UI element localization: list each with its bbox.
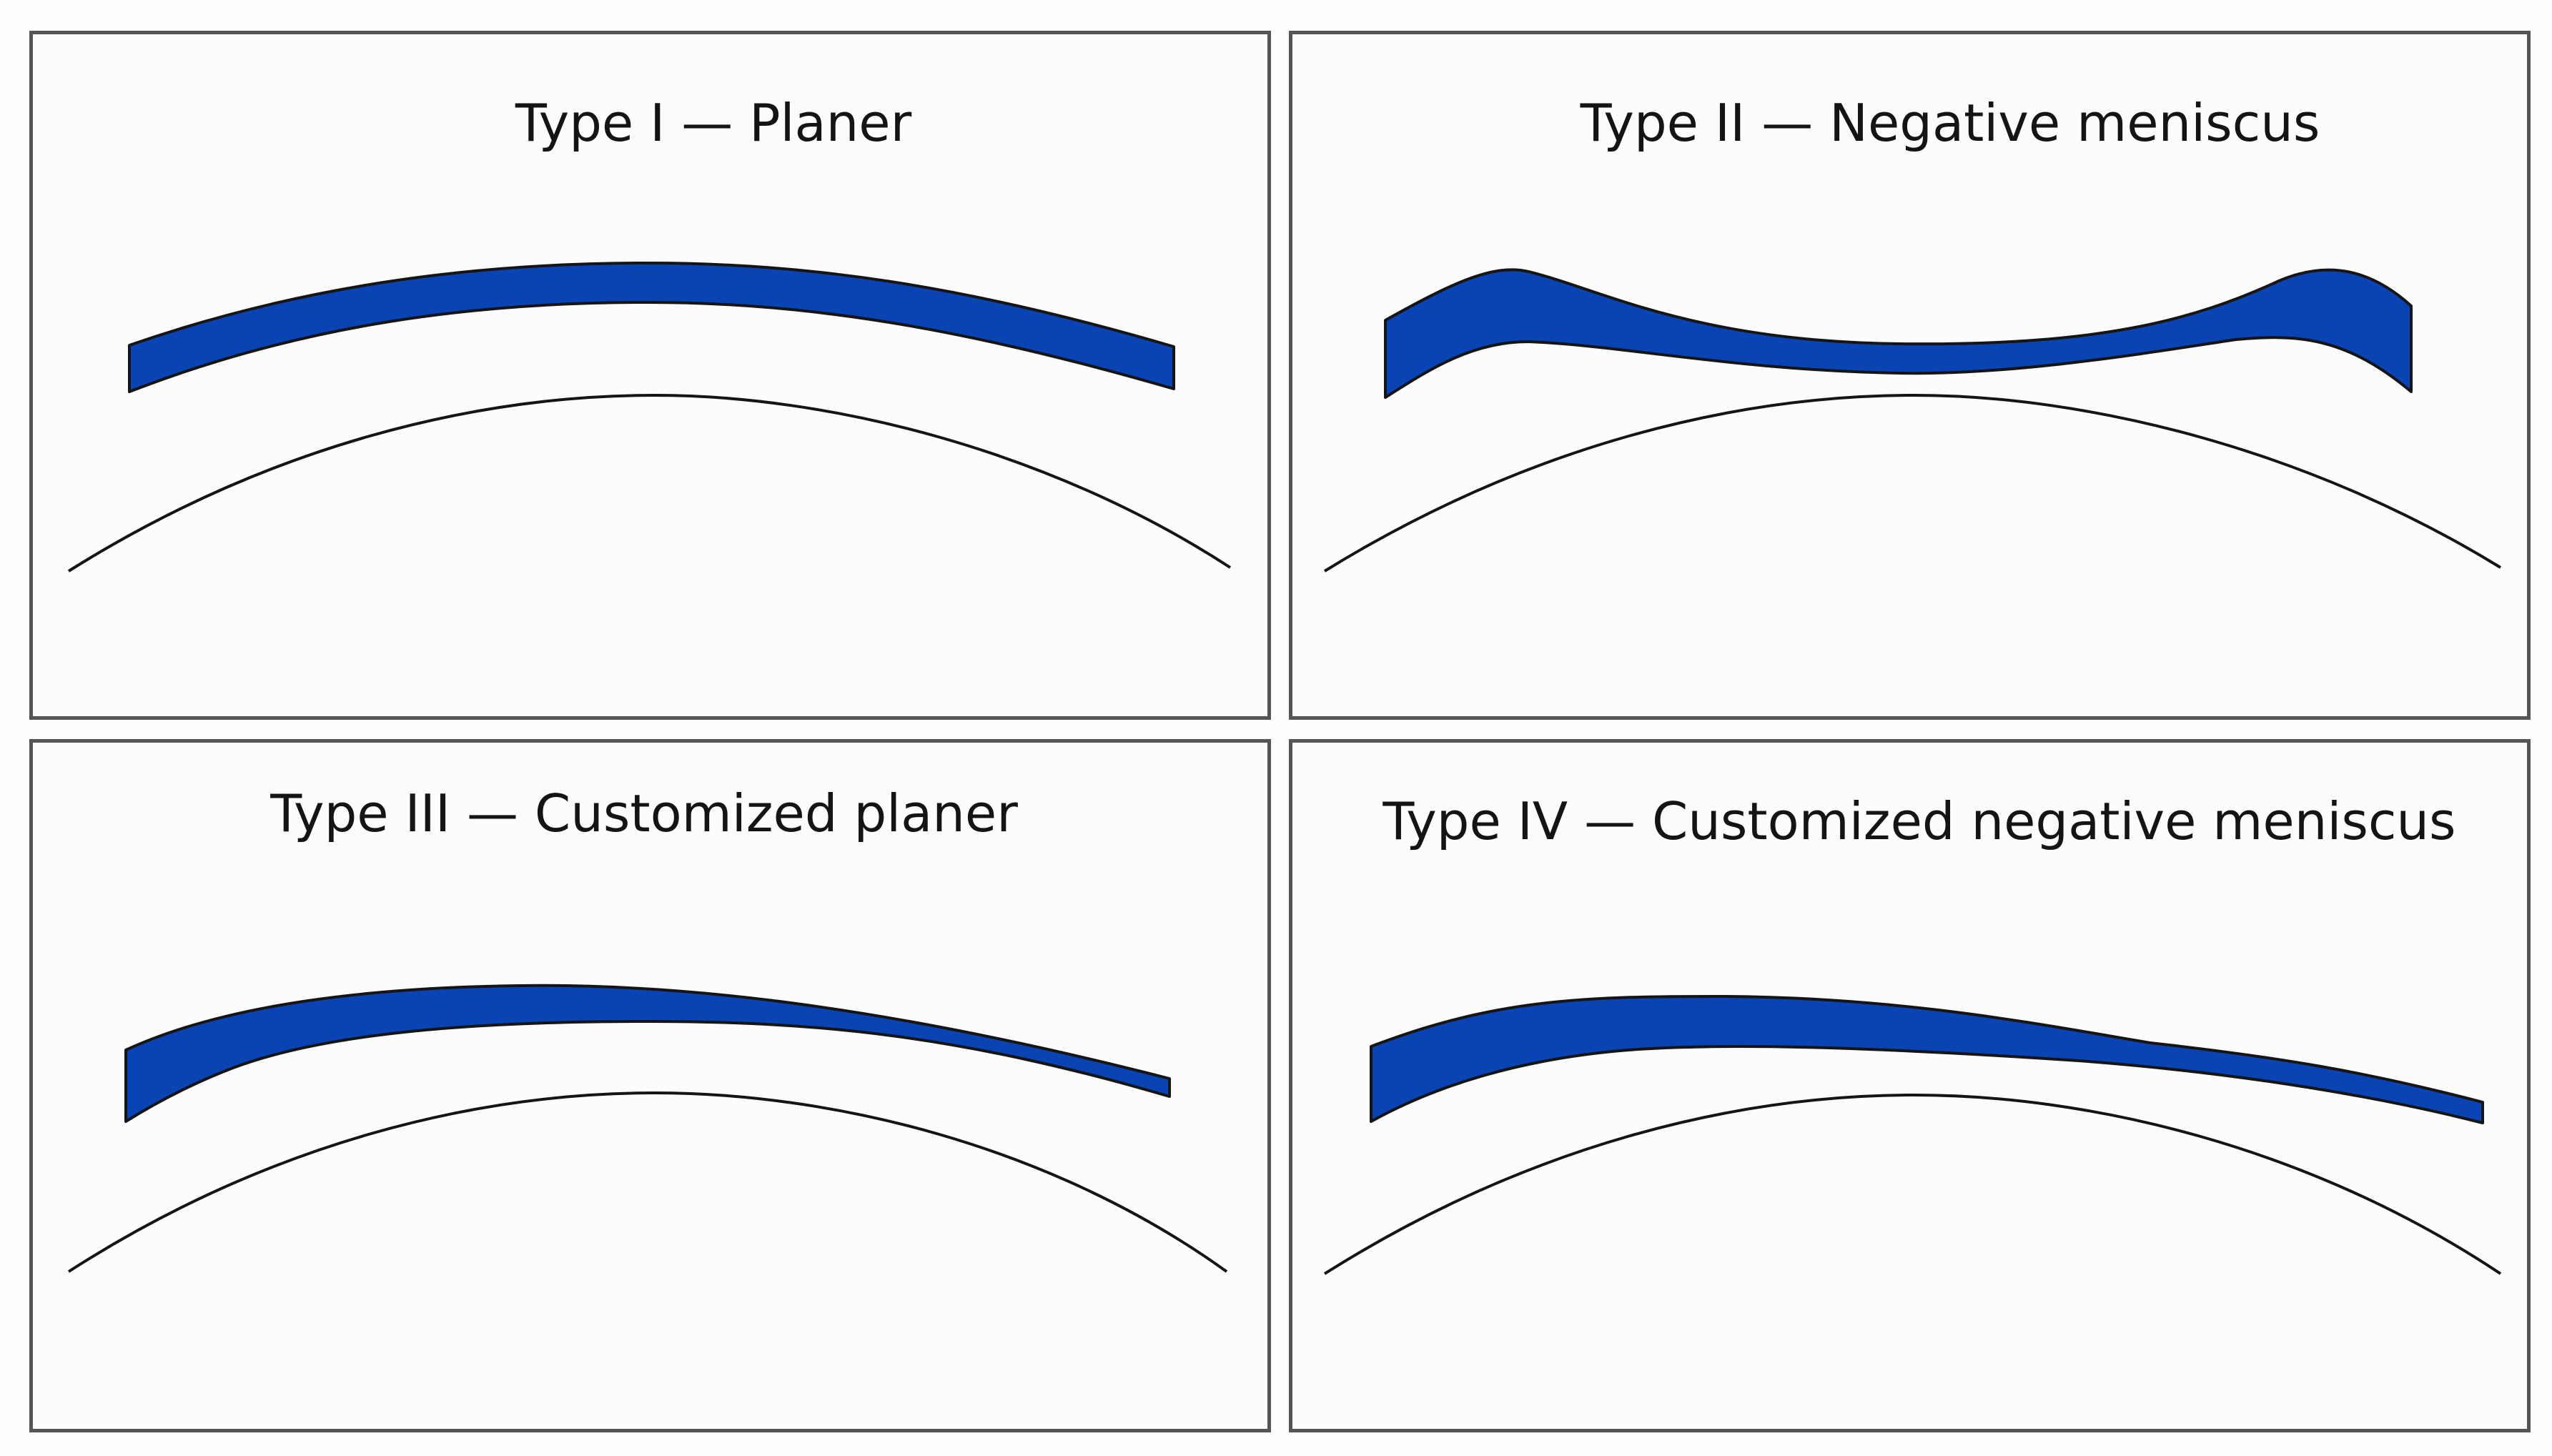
lens-shape	[1370, 995, 2484, 1124]
panel-type-1: Type I — Planer	[29, 31, 1271, 720]
lens-diagram	[67, 262, 1232, 573]
panel-type-3: Type III — Customized planer	[29, 739, 1271, 1432]
cornea-curve	[1323, 393, 2502, 573]
lens-shape	[124, 984, 1171, 1123]
panel-type-4: Type IV — Customized negative meniscus	[1289, 739, 2531, 1432]
lens-shape	[128, 262, 1175, 393]
lens-shape	[1384, 268, 2413, 399]
lens-diagram	[1323, 268, 2502, 573]
panel-title: Type I — Planer	[515, 93, 912, 153]
lens-diagram	[67, 984, 1228, 1273]
lens-diagram	[1323, 995, 2502, 1275]
cornea-curve	[1323, 1093, 2502, 1275]
panel-title: Type IV — Customized negative meniscus	[1383, 791, 2456, 851]
panel-title: Type III — Customized planer	[270, 783, 1018, 843]
cornea-curve	[67, 1091, 1228, 1273]
cornea-curve	[67, 393, 1232, 573]
panel-type-2: Type II — Negative meniscus	[1289, 31, 2531, 720]
panel-title: Type II — Negative meniscus	[1580, 93, 2320, 153]
